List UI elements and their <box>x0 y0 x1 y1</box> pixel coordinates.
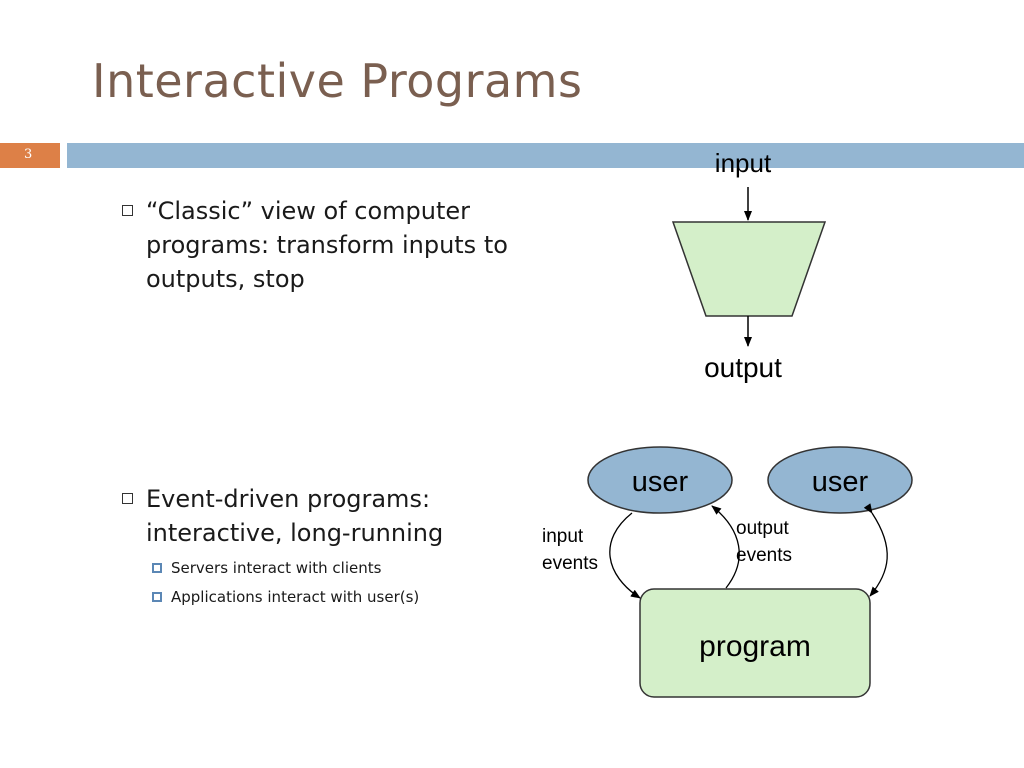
square-bullet-icon <box>122 493 133 504</box>
square-bullet-icon <box>122 205 133 216</box>
subbullet-servers: Servers interact with clients <box>152 559 382 577</box>
program-node <box>639 588 871 698</box>
classic-input-label: input <box>715 148 772 178</box>
user-node-right <box>767 446 913 514</box>
bullet-event-driven-text: Event-driven programs: interactive, long… <box>146 485 444 547</box>
output-events-label-line2: events <box>736 545 792 566</box>
user-node-left <box>587 446 733 514</box>
slide-number-box <box>0 143 60 168</box>
classic-output-label: output <box>704 352 782 383</box>
right-user-program-arrow <box>863 503 888 597</box>
transform-trapezoid <box>671 221 827 317</box>
square-subbullet-icon <box>152 592 162 602</box>
subbullet-servers-text: Servers interact with clients <box>171 559 382 577</box>
square-subbullet-icon <box>152 563 162 573</box>
input-events-label-line1: input <box>542 526 584 547</box>
output-events-arrow <box>711 505 740 589</box>
bullet-classic: “Classic” view of computer programs: tra… <box>122 194 536 296</box>
user-node-left-label: user <box>632 466 689 498</box>
program-node-label: program <box>699 630 811 663</box>
slide-title: Interactive Programs <box>92 54 583 108</box>
bullet-event-driven: Event-driven programs: interactive, long… <box>122 482 506 550</box>
header-bar <box>67 143 1024 168</box>
input-events-label-line2: events <box>542 553 598 574</box>
slide-number: 3 <box>24 147 33 162</box>
user-node-right-label: user <box>812 466 869 498</box>
output-events-label-line1: output <box>736 518 790 539</box>
input-events-arrow <box>609 512 641 599</box>
subbullet-applications-text: Applications interact with user(s) <box>171 588 420 606</box>
bullet-classic-text: “Classic” view of computer programs: tra… <box>146 197 508 293</box>
subbullet-applications: Applications interact with user(s) <box>152 588 420 606</box>
